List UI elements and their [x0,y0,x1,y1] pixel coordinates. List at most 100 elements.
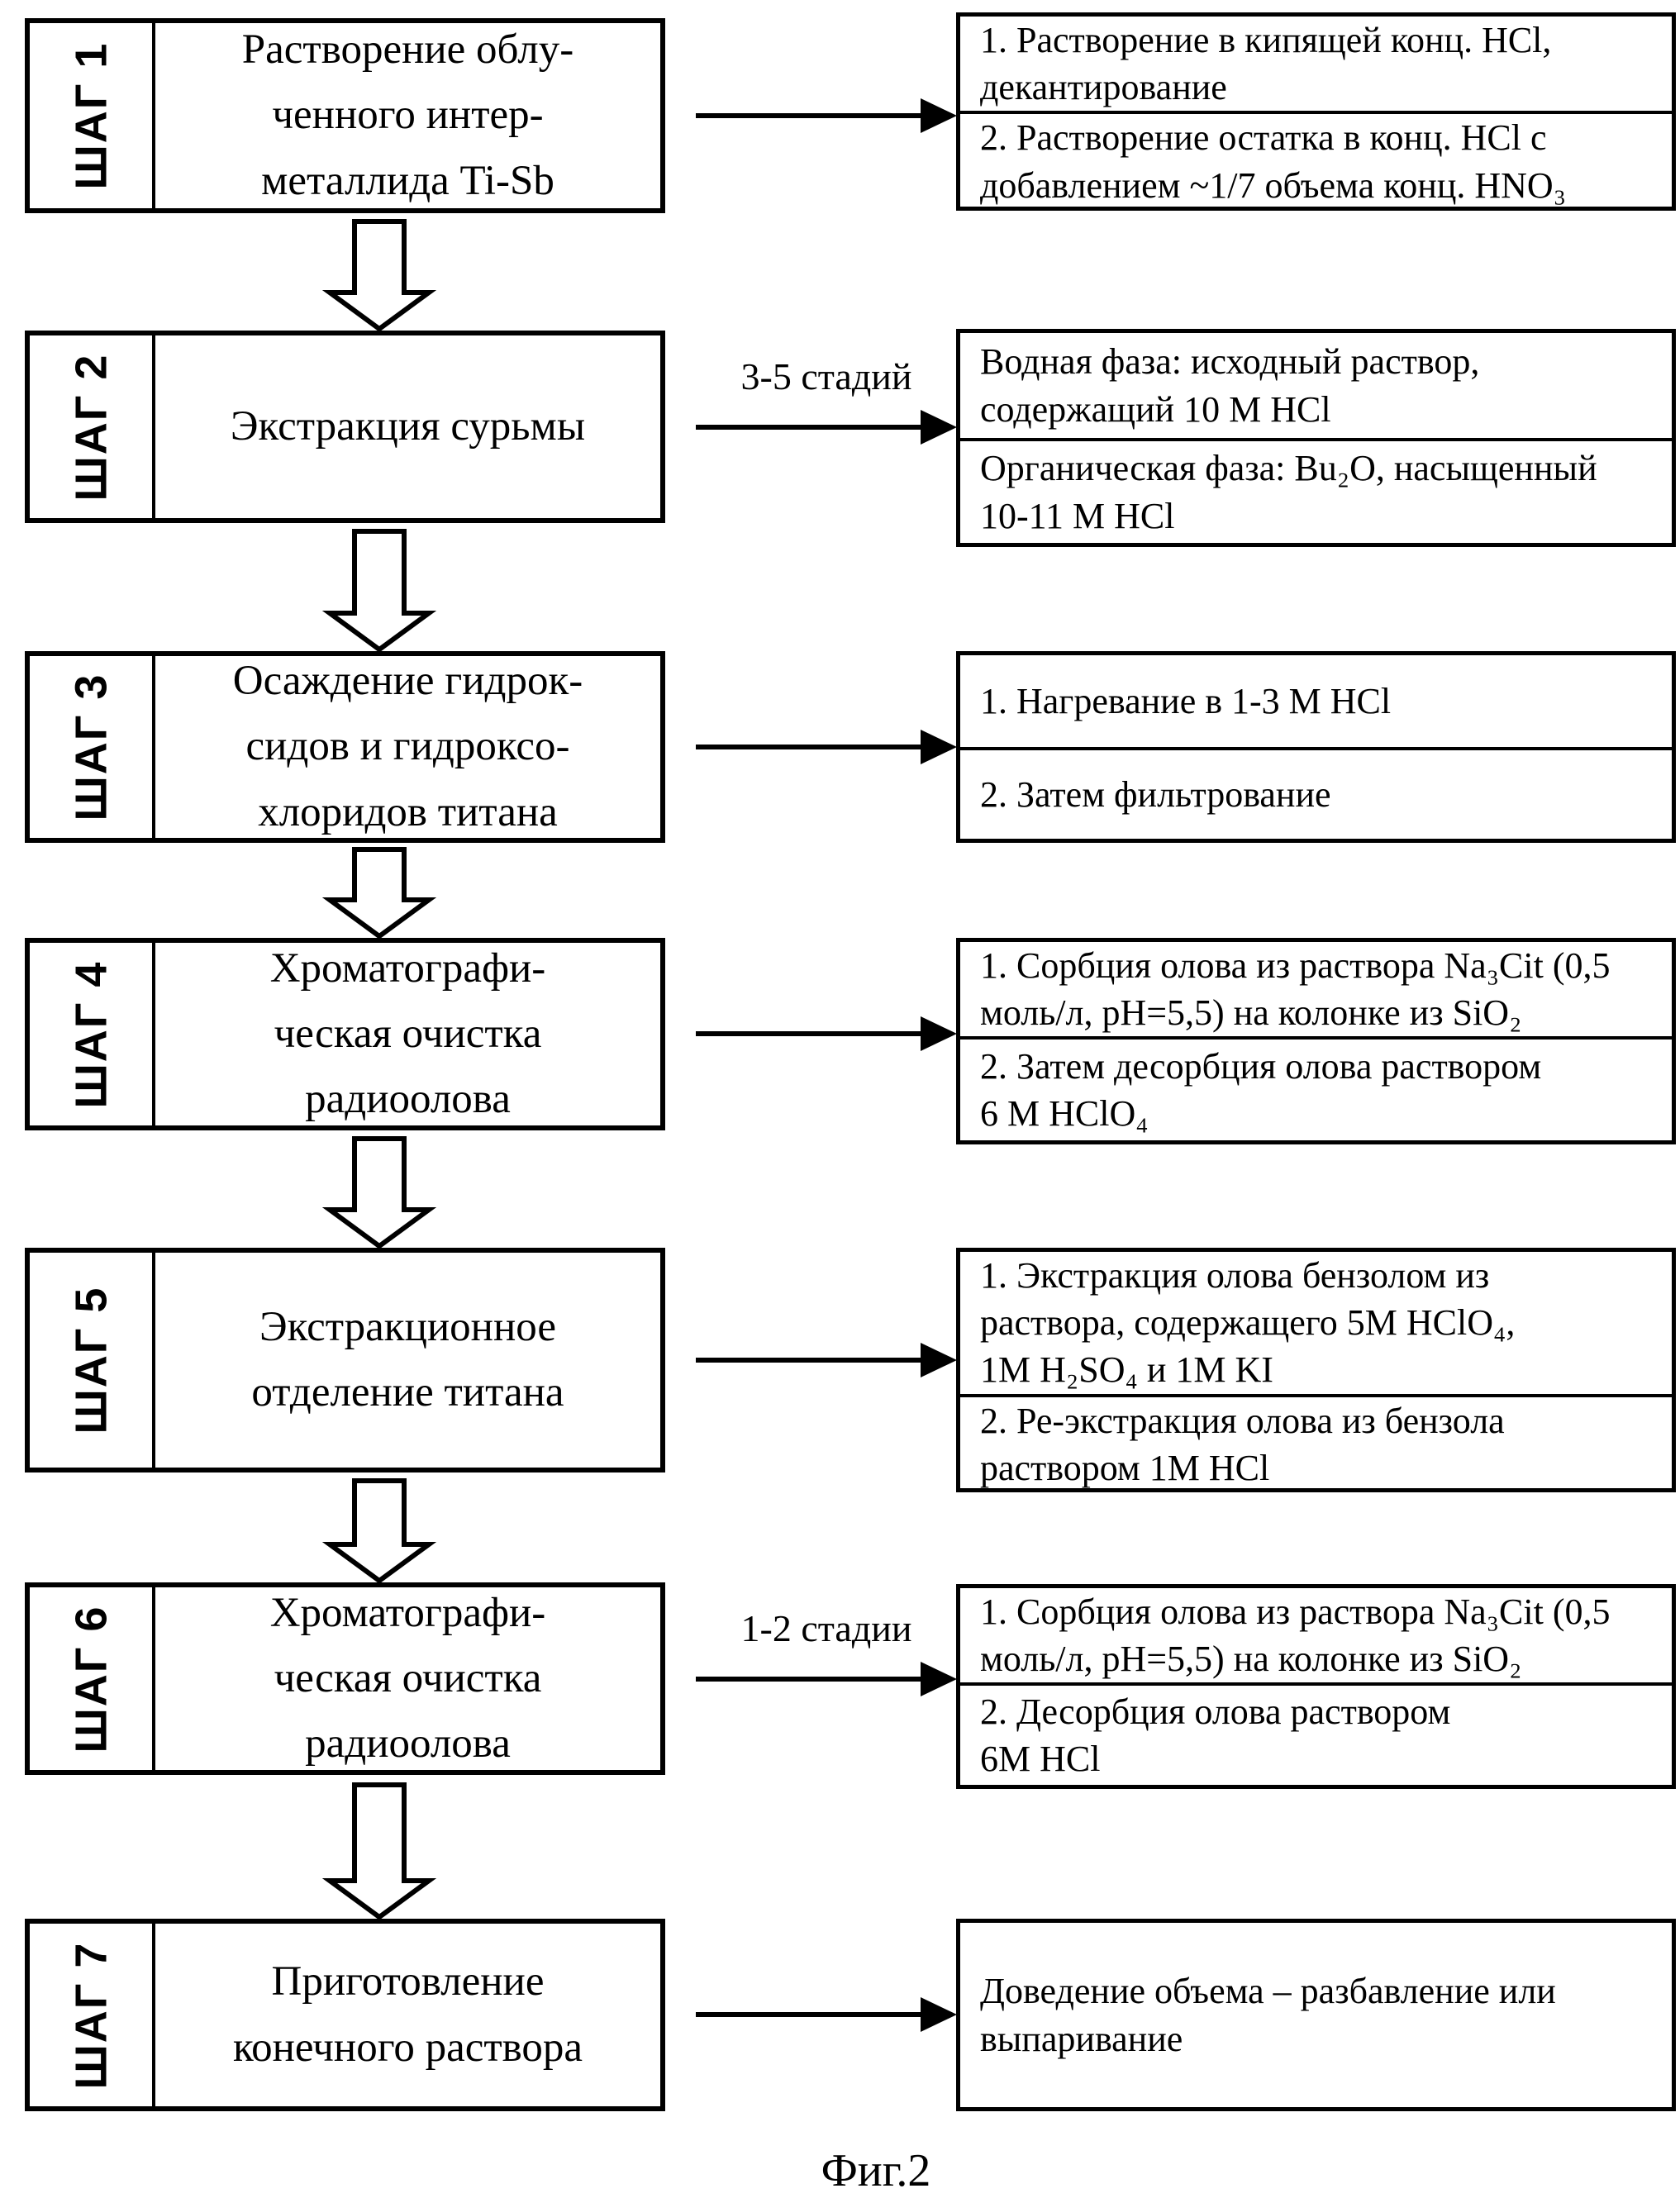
step-7-label-column: ШАГ 7 [30,1924,155,2106]
step-1-label: ШАГ 1 [66,41,117,190]
step-4-label-column: ШАГ 4 [30,943,155,1125]
step-5-label: ШАГ 5 [66,1286,117,1434]
down-arrow-icon [321,529,437,651]
detail-cell: 2. Десорбция олова раствором 6М HCl [960,1682,1672,1785]
detail-line: 6 М HClO₄ [980,1093,1149,1135]
detail-line: 2. Растворение остатка в конц. HCl с [980,117,1547,159]
detail-cell: Водная фаза: исходный раствор, содержащи… [960,333,1672,438]
down-arrow-icon [321,847,437,938]
detail-cell: 1. Экстракция олова бензолом из раствора… [960,1252,1672,1394]
step-6-box: ШАГ 6 Хроматографи- ческая очистка радио… [25,1582,665,1775]
detail-cell: 2. Растворение остатка в конц. HCl с доб… [960,111,1672,208]
step-4-label: ШАГ 4 [66,960,117,1108]
detail-line: Доведение объема – разбавление или [980,1971,1556,2012]
step-5-box: ШАГ 5 Экстракционное отделение титана [25,1248,665,1472]
detail-line: моль/л, pH=5,5) на колонке из SiO₂ [980,1639,1522,1680]
title-line: отделение титана [251,1369,564,1415]
down-arrow-icon [321,1478,437,1582]
detail-line: добавлением ~1/7 объема конц. HNO₃ [980,164,1567,206]
step-5-details-box: 1. Экстракция олова бензолом из раствора… [956,1248,1676,1492]
down-arrow-icon [321,1136,437,1248]
detail-line: раствора, содержащего 5М HClO₄, [980,1302,1516,1344]
title-line: ческая очистка [274,1654,542,1701]
detail-line: 2. Десорбция олова раствором [980,1691,1451,1732]
down-arrow-icon [321,1782,437,1919]
step-3-details-box: 1. Нагревание в 1-3 М HCl 2. Затем фильт… [956,651,1676,843]
step-6-details-box: 1. Сорбция олова из раствора Na₃Cit (0,5… [956,1584,1676,1789]
step-7-details-box: Доведение объема – разбавление или выпар… [956,1919,1676,2111]
step-2-label-column: ШАГ 2 [30,335,155,518]
detail-line: 1. Сорбция олова из раствора Na₃Cit (0,5 [980,1591,1611,1632]
title-line: сидов и гидроксо- [245,723,570,770]
title-line: радиоолова [305,1076,511,1123]
title-line: конечного раствора [232,2024,583,2071]
title-line: ченного интер- [272,92,544,139]
detail-line: 1. Растворение в кипящей конц. HCl, [980,20,1552,60]
detail-cell: Органическая фаза: Bu₂O, насыщенный 10-1… [960,438,1672,543]
step-3-label: ШАГ 3 [66,673,117,821]
step-2-label: ШАГ 2 [66,353,117,501]
down-arrow-icon [321,219,437,331]
detail-line: Водная фаза: исходный раствор, [980,341,1480,383]
title-line: металлида Ti-Sb [261,157,554,204]
step-6-title: Хроматографи- ческая очистка радиоолова [155,1587,660,1770]
detail-line: 2. Ре-экстракция олова из бензола [980,1400,1505,1441]
step-1-details-box: 1. Растворение в кипящей конц. HCl, дека… [956,12,1676,211]
step-2-details-box: Водная фаза: исходный раствор, содержащи… [956,329,1676,547]
step-4-box: ШАГ 4 Хроматографи- ческая очистка радио… [25,938,665,1130]
right-arrow-icon [696,410,957,445]
detail-cell: 1. Сорбция олова из раствора Na₃Cit (0,5… [960,942,1672,1036]
step-4-details-box: 1. Сорбция олова из раствора Na₃Cit (0,5… [956,938,1676,1144]
step-2-title: Экстракция сурьмы [155,335,660,518]
step-7-title: Приготовление конечного раствора [155,1924,660,2106]
step-5-label-column: ШАГ 5 [30,1253,155,1468]
step-1-label-column: ШАГ 1 [30,23,155,208]
detail-line: 6М HCl [980,1739,1101,1780]
step-6-label-column: ШАГ 6 [30,1587,155,1770]
step-3-box: ШАГ 3 Осаждение гидрок- сидов и гидроксо… [25,651,665,843]
detail-cell: 1. Нагревание в 1-3 М HCl [960,655,1672,747]
detail-cell: 1. Растворение в кипящей конц. HCl, дека… [960,17,1672,111]
title-line: радиоолова [305,1720,511,1767]
step-3-label-column: ШАГ 3 [30,656,155,838]
right-arrow-icon [696,730,957,764]
step-5-title: Экстракционное отделение титана [155,1253,660,1468]
title-line: Растворение облу- [241,26,574,74]
detail-cell: 2. Затем десорбция олова раствором 6 М H… [960,1036,1672,1140]
detail-line: 10-11 М HCl [980,495,1175,536]
title-line: Хроматографи- [269,1589,546,1636]
title-line: Экстракция сурьмы [230,402,586,450]
detail-line: 1. Экстракция олова бензолом из [980,1255,1490,1296]
right-arrow-icon [696,1343,957,1377]
detail-line: 1. Сорбция олова из раствора Na₃Cit (0,5 [980,945,1611,986]
detail-cell: 2. Затем фильтрование [960,747,1672,839]
detail-line: 1М H₂SO₄ и 1М KI [980,1349,1273,1391]
step-7-label: ШАГ 7 [66,1941,117,2089]
detail-line: моль/л, pH=5,5) на колонке из SiO₂ [980,992,1522,1034]
step-3-title: Осаждение гидрок- сидов и гидроксо- хлор… [155,656,660,838]
title-line: Осаждение гидрок- [232,658,583,705]
title-line: Приготовление [271,1958,545,2005]
step-7-box: ШАГ 7 Приготовление конечного раствора [25,1919,665,2111]
right-arrow-icon [696,98,957,133]
step-2-box: ШАГ 2 Экстракция сурьмы [25,331,665,523]
detail-line: Органическая фаза: Bu₂O, насыщенный [980,448,1597,489]
title-line: Экстракционное [259,1303,557,1350]
right-arrow-icon [696,1662,957,1696]
detail-cell: 1. Сорбция олова из раствора Na₃Cit (0,5… [960,1588,1672,1682]
figure-caption: Фиг.2 [821,2145,931,2196]
detail-line: декантирование [980,67,1227,108]
arrow-label: 1-2 стадии [740,1607,912,1649]
detail-line: содержащий 10 М HCl [980,388,1331,430]
title-line: Хроматографи- [269,944,546,992]
step-4-title: Хроматографи- ческая очистка радиоолова [155,943,660,1125]
title-line: хлоридов титана [258,788,558,835]
detail-cell: 2. Ре-экстракция олова из бензола раство… [960,1393,1672,1492]
step-1-title: Растворение облу- ченного интер- металли… [155,23,660,208]
detail-line: выпаривание [980,2018,1183,2059]
right-arrow-icon [696,1016,957,1051]
detail-cell: Доведение объема – разбавление или выпар… [960,1923,1672,2107]
detail-line: раствором 1М HCl [980,1447,1270,1488]
detail-line: 2. Затем десорбция олова раствором [980,1046,1542,1087]
